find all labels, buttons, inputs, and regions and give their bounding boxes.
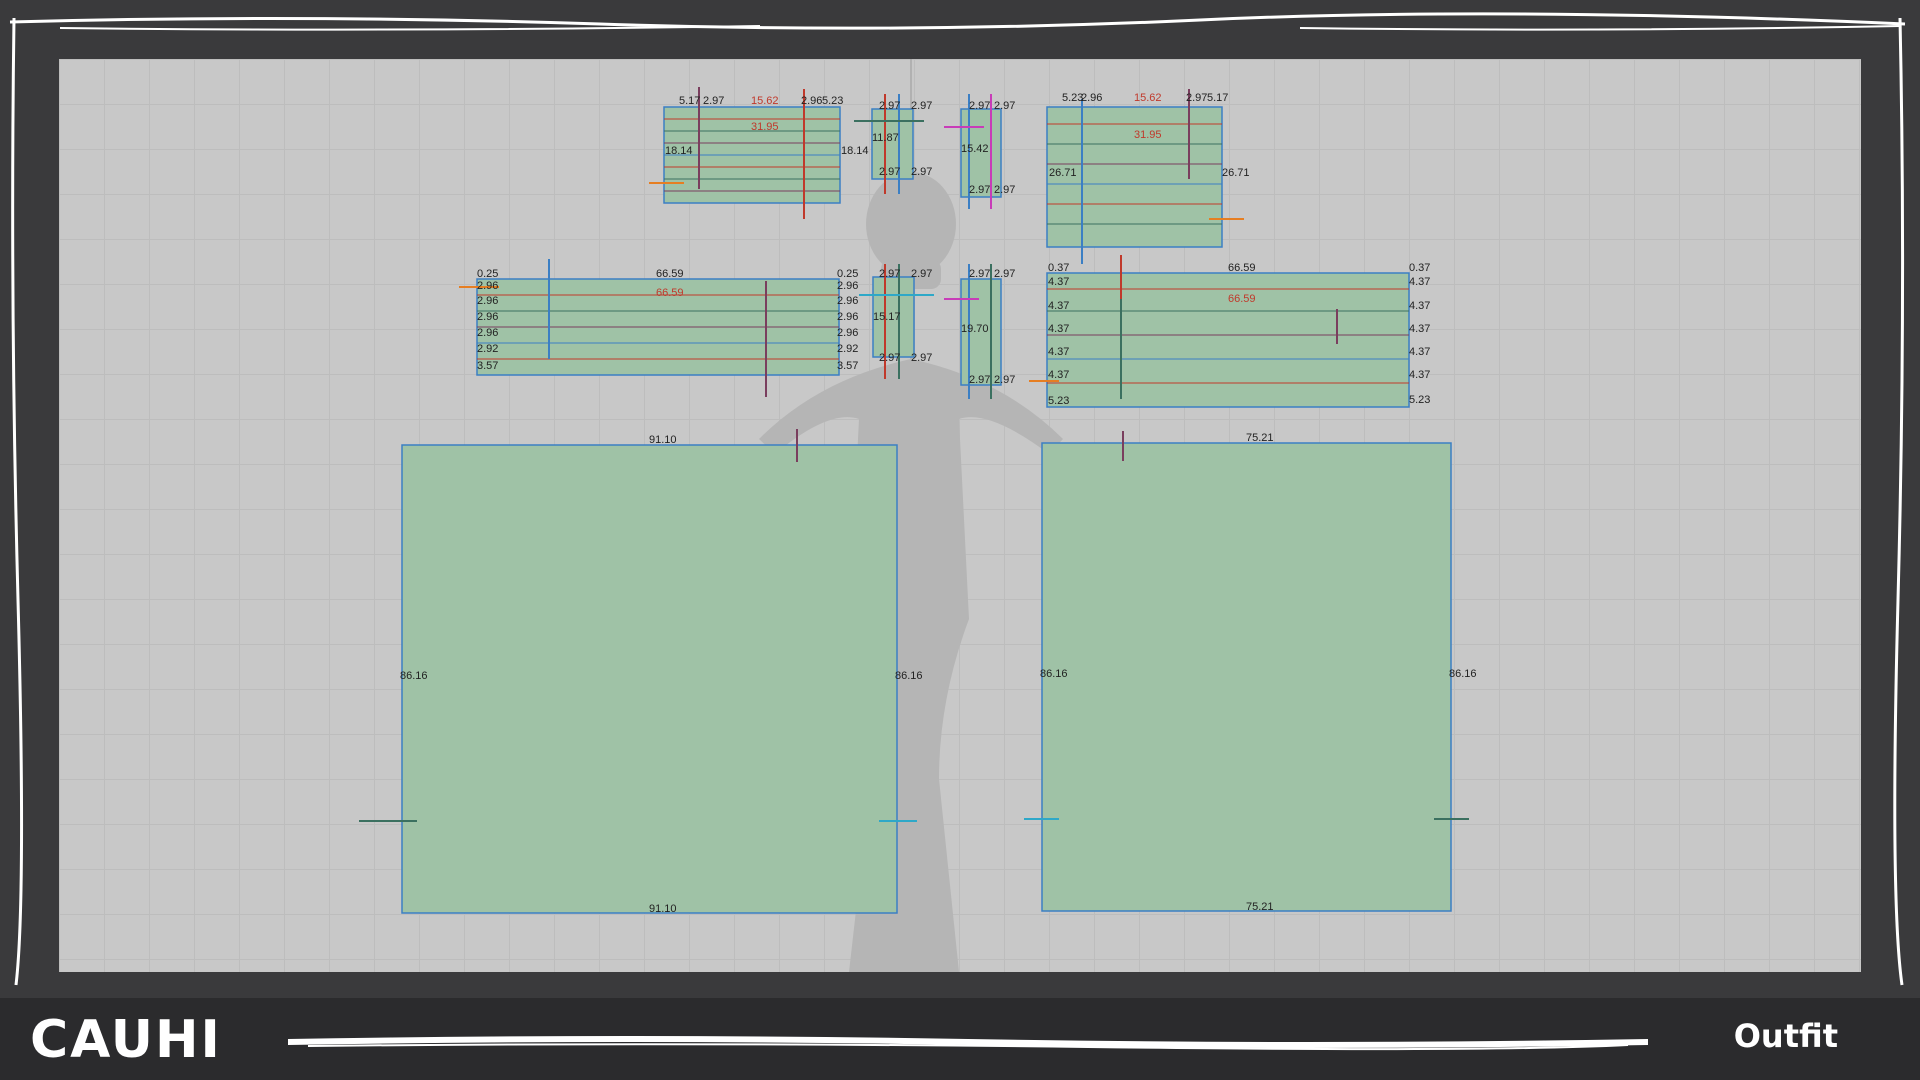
- panel-strap-d[interactable]: 2.97 2.97 19.70 2.97 2.97: [944, 264, 1015, 399]
- dim-right-5: 5.23: [1409, 394, 1430, 406]
- dim-right-2: 4.37: [1409, 323, 1430, 335]
- brush-stroke-divider: [288, 1036, 1648, 1051]
- dim-right-3: 2.96: [837, 327, 858, 339]
- dim-bottom-1: 2.97: [994, 184, 1015, 196]
- dim-top-2: 15.62: [751, 95, 779, 107]
- dim-corner-tr: 0.25: [837, 268, 858, 280]
- dim-top-1: 2.97: [911, 100, 932, 112]
- dim-left: 26.71: [1049, 167, 1077, 179]
- dim-right-5: 3.57: [837, 360, 858, 372]
- panel-small-top-left[interactable]: 5.17 2.97 15.62 2.96 5.23 18.14 18.14 31…: [649, 87, 869, 219]
- dim-top-1: 2.96: [1081, 92, 1102, 104]
- panel-strap-c[interactable]: 2.97 2.97 15.17 2.97 2.97: [859, 264, 934, 379]
- dim-left: 86.16: [400, 670, 428, 682]
- dim-top-4: 5.23: [822, 95, 843, 107]
- dim-right-0: 4.37: [1409, 276, 1430, 288]
- dim-row: 31.95: [751, 121, 779, 133]
- dim-top-0: 2.97: [969, 100, 990, 112]
- dim-right-0: 2.96: [837, 280, 858, 292]
- dim-top: 66.59: [1228, 262, 1256, 274]
- dim-bottom-1: 2.97: [994, 374, 1015, 386]
- dim-row: 31.95: [1134, 129, 1162, 141]
- dim-mid: 15.17: [873, 311, 901, 323]
- dim-top-1: 2.97: [994, 100, 1015, 112]
- dim-bottom-0: 2.97: [879, 352, 900, 364]
- dim-right: 26.71: [1222, 167, 1250, 179]
- dim-corner-tr: 0.37: [1409, 262, 1430, 274]
- dim-row: 66.59: [656, 287, 684, 299]
- panel-strap-a[interactable]: 2.97 2.97 11.87 2.97 2.97: [854, 94, 932, 194]
- dim-left-4: 4.37: [1048, 369, 1069, 381]
- dim-top-2: 15.62: [1134, 92, 1162, 104]
- dim-bottom-1: 2.97: [911, 166, 932, 178]
- dim-right: 86.16: [895, 670, 923, 682]
- dim-top-0: 2.97: [969, 268, 990, 280]
- dim-left: 86.16: [1040, 668, 1068, 680]
- dim-bottom-0: 2.97: [879, 166, 900, 178]
- dim-left-5: 3.57: [477, 360, 498, 372]
- dim-top-4: 5.17: [1207, 92, 1228, 104]
- dim-top-0: 5.17: [679, 95, 700, 107]
- panel-small-top-right[interactable]: 5.23 2.96 15.62 2.97 5.17 26.71 26.71 31…: [1046, 89, 1250, 264]
- dim-left-5: 5.23: [1048, 395, 1069, 407]
- dim-right-4: 4.37: [1409, 369, 1430, 381]
- dim-top-1: 2.97: [703, 95, 724, 107]
- dim-bottom-1: 2.97: [911, 352, 932, 364]
- dim-left-4: 2.92: [477, 343, 498, 355]
- dim-right-2: 2.96: [837, 311, 858, 323]
- dim-top-1: 2.97: [911, 268, 932, 280]
- dim-top-1: 2.97: [994, 268, 1015, 280]
- dim-mid: 15.42: [961, 143, 989, 155]
- dim-bottom-0: 2.97: [969, 184, 990, 196]
- dim-left-2: 4.37: [1048, 323, 1069, 335]
- dim-right-4: 2.92: [837, 343, 858, 355]
- dim-top: 66.59: [656, 268, 684, 280]
- dim-right-1: 2.96: [837, 295, 858, 307]
- dim-corner-tl: 0.37: [1048, 262, 1069, 274]
- dim-left-1: 2.96: [477, 295, 498, 307]
- dim-left-2: 2.96: [477, 311, 498, 323]
- dim-bottom: 75.21: [1246, 901, 1274, 913]
- dim-left-3: 2.96: [477, 327, 498, 339]
- dim-top: 75.21: [1246, 432, 1274, 444]
- dim-right-3: 4.37: [1409, 346, 1430, 358]
- dim-bottom-0: 2.97: [969, 374, 990, 386]
- dim-left-0: 4.37: [1048, 276, 1069, 288]
- sketch-frame: [9, 12, 1906, 986]
- dim-row: 66.59: [1228, 293, 1256, 305]
- dim-left-3: 4.37: [1048, 346, 1069, 358]
- dim-top-0: 2.97: [879, 268, 900, 280]
- dim-right-1: 4.37: [1409, 300, 1430, 312]
- section-title: Outfit: [1733, 1017, 1838, 1055]
- dim-top-3: 2.96: [801, 95, 822, 107]
- dim-left-0: 2.96: [477, 280, 498, 292]
- dim-bottom: 91.10: [649, 903, 677, 915]
- panel-strap-b[interactable]: 2.97 2.97 15.42 2.97 2.97: [944, 94, 1015, 209]
- dim-left-1: 4.37: [1048, 300, 1069, 312]
- dim-top-0: 5.23: [1062, 92, 1083, 104]
- dim-right: 86.16: [1449, 668, 1477, 680]
- panel-wide-left[interactable]: 0.25 0.25 66.59 66.59 2.96 2.96 2.96 2.9…: [459, 259, 858, 397]
- panel-wide-right[interactable]: 0.37 0.37 66.59 66.59 4.37 4.37 4.37 4.3…: [1029, 255, 1430, 408]
- dim-mid: 11.87: [872, 132, 899, 144]
- brand-logo: CAUHI: [30, 1010, 222, 1070]
- dim-top: 91.10: [649, 434, 677, 446]
- pattern-canvas[interactable]: 91.10 91.10 86.16 86.16 75.21 75.21 86.1…: [59, 59, 1861, 972]
- dim-top-3: 2.97: [1186, 92, 1207, 104]
- dim-mid: 19.70: [961, 323, 989, 335]
- panel-large-right[interactable]: 75.21 75.21 86.16 86.16: [1024, 431, 1477, 913]
- dim-top-0: 2.97: [879, 100, 900, 112]
- dim-left: 18.14: [665, 145, 693, 157]
- panel-large-left[interactable]: 91.10 91.10 86.16 86.16: [359, 429, 923, 915]
- dim-corner-tl: 0.25: [477, 268, 498, 280]
- dim-right: 18.14: [841, 145, 869, 157]
